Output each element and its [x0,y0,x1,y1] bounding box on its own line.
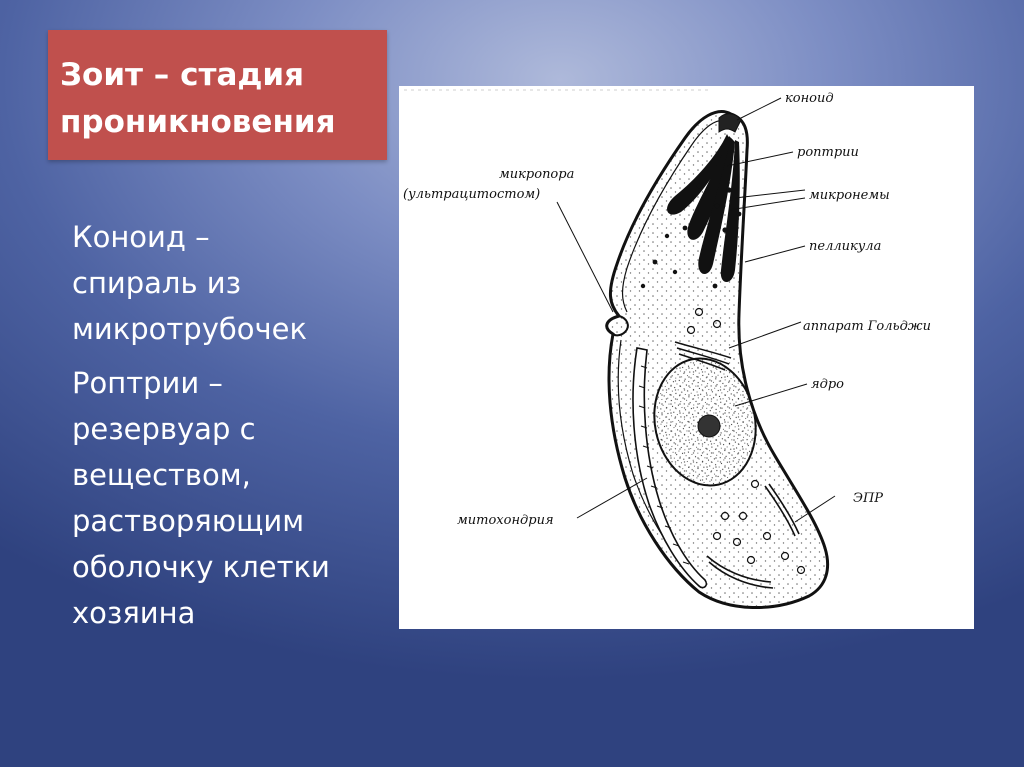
slide-title: Зоит – стадия проникновения [48,30,387,160]
label-epr: ЭПР [853,491,883,506]
rhoptry [720,140,740,282]
label-ultracytostom: (ультрацитостом) [403,187,540,202]
mitochondrion [632,347,708,589]
cell-diagram-svg: коноид роптрии микропора (ультрацитостом… [403,89,931,610]
micropore [612,315,629,337]
title-line-2: проникновения [60,104,336,140]
label-konoid: коноид [785,91,834,106]
vesicles [686,307,806,575]
label-leader-lines [556,97,836,523]
endoplasmic-reticulum [706,483,800,589]
rhoptry [687,136,733,240]
text-line: хозяина [72,596,196,630]
label-mikropora: микропора [499,167,574,182]
slide-body-text: Коноид – спираль из микротрубочек Роптри… [72,214,392,636]
zoite-cell-diagram: коноид роптрии микропора (ультрацитостом… [399,86,974,629]
text-line: Роптрии – [72,366,223,400]
label-roptrii: роптрии [797,145,859,160]
paragraph-konoid: Коноид – спираль из микротрубочек [72,214,392,352]
text-line: резервуар с [72,412,256,446]
rhoptry [667,134,731,215]
text-line: веществом, [72,458,251,492]
text-line: оболочку клетки [72,550,330,584]
nucleolus [697,414,721,438]
micronemes [640,183,742,289]
label-golgi: аппарат Гольджи [803,319,931,334]
text-line: микротрубочек [72,312,307,346]
title-line-1: Зоит – стадия [60,57,305,93]
label-yadro: ядро [811,377,844,392]
paragraph-roptrii: Роптрии – резервуар с веществом, раствор… [72,360,392,636]
label-mitohondria: митохондрия [457,513,554,528]
text-line: Коноид – [72,220,210,254]
mitochondrion-cristae [638,365,690,565]
label-pellikula: пелликула [809,239,881,254]
text-line: растворяющим [72,504,305,538]
text-line: спираль из [72,266,242,300]
conoid-shape [718,113,742,133]
label-mikronemy: микронемы [809,188,890,203]
